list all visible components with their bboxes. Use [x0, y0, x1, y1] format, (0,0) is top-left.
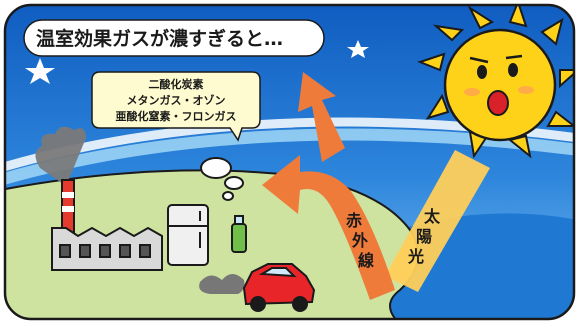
gas-list-bubble: 二酸化炭素 メタンガス・オゾン 亜酸化窒素・フロンガス: [91, 71, 261, 142]
car-exhaust: [199, 274, 245, 294]
star-icon: [347, 40, 369, 58]
title-bubble: 温室効果ガスが濃すぎると…: [23, 19, 325, 57]
factory: [35, 126, 163, 271]
sun-character: [417, 5, 574, 159]
thought-bubbles: [200, 157, 244, 201]
sunlight-beam: [385, 150, 490, 292]
title: 温室効果ガスが濃すぎると…: [36, 27, 283, 50]
gas-item: 亜酸化窒素・フロンガス: [116, 109, 237, 123]
factory-smoke: [35, 126, 86, 186]
gas-item: 二酸化炭素: [149, 77, 204, 91]
infrared-arrow: [262, 155, 395, 300]
spray-can: [231, 215, 247, 253]
infrared-label: 赤 外 線: [346, 211, 374, 270]
sunlight-label: 太 陽 光: [407, 207, 441, 266]
car: [242, 263, 316, 312]
sunlight-label-char: 光: [407, 247, 424, 266]
sunlight-label-char: 太: [423, 207, 441, 226]
sun-face: [443, 28, 557, 142]
star-icon: [25, 58, 55, 84]
escaping-infrared-arrow: [298, 72, 345, 162]
infrared-label-char: 線: [358, 251, 374, 270]
sunlight-label-char: 陽: [416, 227, 432, 246]
panel-border: [3, 3, 576, 321]
infrared-label-char: 外: [351, 231, 368, 250]
refrigerator: [167, 204, 209, 266]
infrared-label-char: 赤: [346, 211, 362, 230]
gas-item: メタンガス・オゾン: [127, 93, 226, 107]
